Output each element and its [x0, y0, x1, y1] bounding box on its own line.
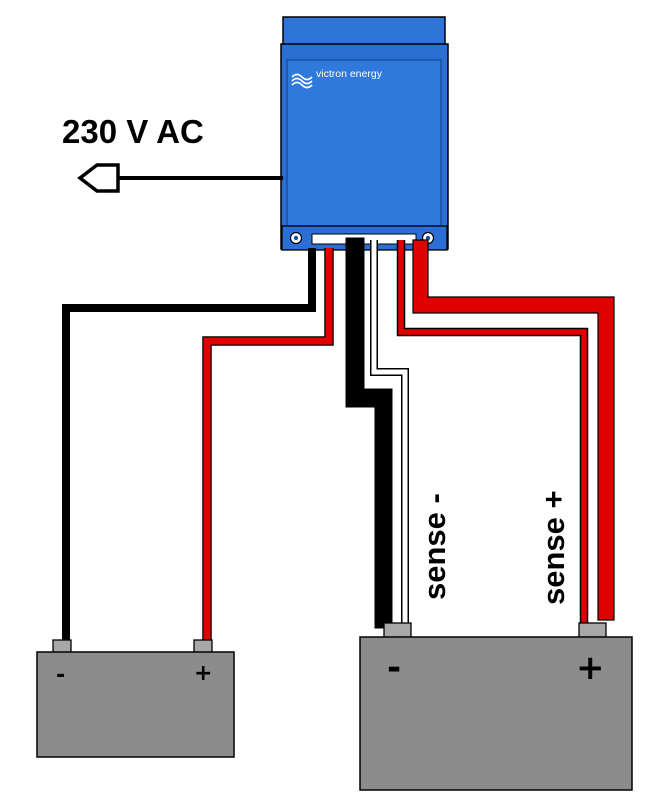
battery-small-terminal-negative	[52, 639, 72, 654]
charger-front-panel	[286, 59, 442, 227]
battery-small-terminal-positive	[193, 639, 213, 654]
battery-small-positive-label: +	[194, 661, 212, 686]
ac-voltage-label: 230 V AC	[62, 113, 204, 150]
battery-large-terminal-positive	[578, 622, 607, 639]
mount-hole-right-inner	[425, 235, 431, 241]
mount-hole-left-inner	[293, 235, 299, 241]
battery-small-negative-label: -	[56, 663, 65, 688]
victron-logo-icon	[291, 73, 313, 89]
battery-small-body	[36, 651, 235, 758]
battery-large-negative-label: -	[387, 648, 401, 688]
wire-sense-negative	[371, 240, 408, 628]
battery-large-body	[359, 636, 633, 791]
ac-plug-arrow-icon	[77, 163, 120, 193]
wire-sense-positive	[398, 240, 587, 628]
wire-large-negative	[345, 237, 393, 629]
battery-large-terminal-negative	[383, 622, 412, 639]
wire-large-positive	[412, 239, 615, 621]
wires-small-battery	[62, 248, 334, 642]
battery-large: - +	[359, 622, 633, 791]
charger-unit: victron energy	[280, 16, 449, 251]
sense-positive-label: sense +	[536, 490, 571, 605]
sense-negative-label: sense -	[417, 493, 452, 600]
wire-small-negative	[62, 248, 316, 642]
ac-input: 230 V AC	[62, 113, 283, 193]
battery-large-positive-label: +	[576, 648, 605, 688]
battery-small: - +	[36, 639, 235, 758]
charger-brand-label: victron energy	[316, 68, 383, 80]
wires-large-battery	[345, 237, 615, 629]
wire-small-positive	[203, 248, 333, 642]
